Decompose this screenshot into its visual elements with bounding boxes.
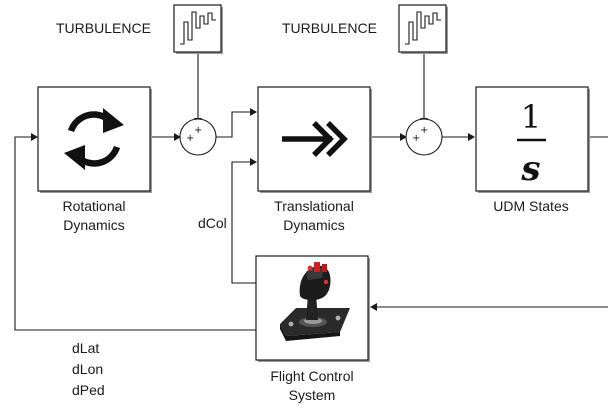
sum-block-2[interactable]: + + xyxy=(405,118,443,156)
signal-label-dcol: dCol xyxy=(198,215,227,231)
rotational-dynamics-label-line1: Rotational xyxy=(62,198,125,214)
integrator-label: UDM States xyxy=(493,198,568,214)
rotate-arrows-icon xyxy=(64,108,124,170)
sum-2-sign-left: + xyxy=(412,133,420,144)
double-arrow-icon xyxy=(282,121,348,157)
signal-label-dped: dPed xyxy=(72,382,105,398)
joystick-icon xyxy=(280,262,350,341)
integrator-numerator: 1 xyxy=(521,98,541,136)
integrator-block[interactable]: 1 s xyxy=(475,86,590,193)
sum-1-sign-top: + xyxy=(194,125,202,136)
translational-dynamics-label-line2: Dynamics xyxy=(283,217,344,233)
sum-block-1[interactable]: + + xyxy=(179,118,217,156)
rotational-dynamics-block[interactable] xyxy=(37,86,152,193)
random-signal-icon xyxy=(405,11,441,45)
flight-control-system-block[interactable] xyxy=(255,255,370,362)
translational-dynamics-label-line1: Translational xyxy=(274,198,354,214)
signal-label-dlon: dLon xyxy=(72,361,103,377)
sum-2-sign-top: + xyxy=(420,125,428,136)
translational-dynamics-block[interactable] xyxy=(257,86,372,193)
flight-control-label-line1: Flight Control xyxy=(270,368,353,384)
turbulence-label-2: TURBULENCE xyxy=(282,20,377,36)
random-signal-icon xyxy=(180,11,216,45)
signal-label-dlat: dLat xyxy=(72,340,99,356)
sum-1-sign-left: + xyxy=(186,133,194,144)
flight-control-label-line2: System xyxy=(289,387,336,403)
integrator-denominator: s xyxy=(520,149,540,189)
rotational-dynamics-label-line2: Dynamics xyxy=(63,217,124,233)
turbulence-source-2[interactable] xyxy=(398,4,448,54)
turbulence-source-1[interactable] xyxy=(173,4,223,54)
turbulence-label-1: TURBULENCE xyxy=(56,20,151,36)
